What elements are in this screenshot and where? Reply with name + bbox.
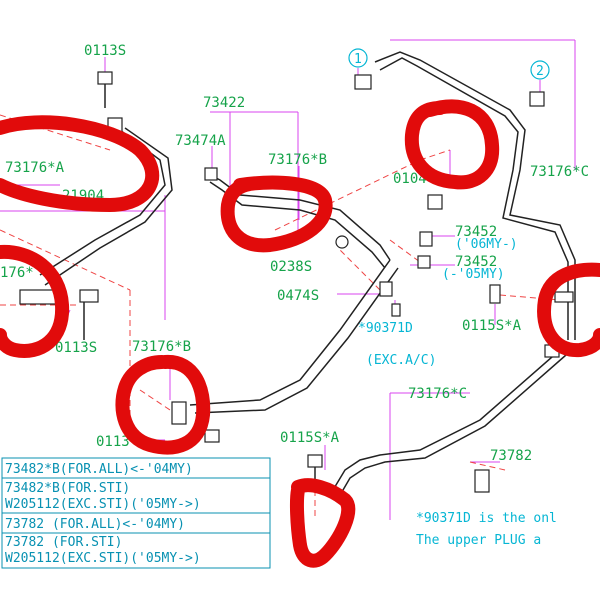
label-0238s: 0238S: [270, 259, 312, 275]
annotation-circle-left: [0, 244, 70, 358]
footnote-line-2: The upper PLUG a: [416, 533, 541, 548]
circle-marker-2: 2: [536, 64, 544, 79]
annotation-circle-right: [537, 262, 600, 358]
table-row-3: 73782 (FOR.ALL)<-'04MY): [5, 517, 185, 532]
leader-lines: [0, 39, 576, 520]
label-73452-b-note: (-'05MY): [442, 267, 505, 282]
label-0104: 0104: [393, 171, 427, 187]
label-0474s: 0474S: [277, 288, 319, 304]
ac-pipes: [39, 51, 576, 503]
label-73176c-right: 73176*C: [530, 164, 589, 180]
label-73474a: 73474A: [175, 133, 226, 149]
table-row-4a: 73782 (FOR.STI): [5, 535, 122, 550]
circle-markers: 1 2: [348, 48, 550, 80]
label-73176-left: 176*: [0, 265, 34, 281]
annotation-marks: [0, 99, 600, 568]
label-73782: 73782: [490, 448, 532, 464]
circle-marker-1: 1: [354, 52, 362, 67]
parts-table: 73482*B(FOR.ALL)<-'04MY) 73482*B(FOR.STI…: [1, 457, 271, 569]
fittings: [19, 71, 574, 493]
label-0115sa-bottom: 0115S*A: [280, 430, 340, 446]
label-73176c-mid: 73176*C: [408, 386, 467, 402]
table-row-2a: 73482*B(FOR.STI): [5, 481, 130, 496]
label-73452-a: 73452: [455, 224, 497, 240]
footnote-line-1: *90371D is the onl: [416, 511, 557, 526]
table-row-2b: W205112(EXC.STI)('05MY->): [5, 497, 201, 512]
label-0113-bottom: 0113: [96, 434, 130, 450]
label-73452-a-note: ('06MY-): [455, 237, 518, 252]
reference-lines: [0, 114, 561, 520]
label-73422: 73422: [203, 95, 245, 111]
label-73176b-mid: 73176*B: [132, 339, 191, 355]
label-0113s-top: 0113S: [84, 43, 126, 59]
annotation-circle-upper-right: [404, 99, 500, 190]
part-labels: 0113S 73422 73474A 73176*A 73176*B 73176…: [0, 43, 589, 464]
label-73176a: 73176*A: [5, 160, 65, 176]
label-73452-b: 73452: [455, 254, 497, 270]
label-73176b-top: 73176*B: [268, 152, 327, 168]
table-row-4b: W205112(EXC.STI)('05MY->): [5, 551, 201, 566]
label-0115sa-right: 0115S*A: [462, 318, 522, 334]
annotation-circle-center: [220, 175, 333, 253]
label-0113s-left: 0113S: [55, 340, 97, 356]
table-row-1: 73482*B(FOR.ALL)<-'04MY): [5, 462, 193, 477]
annotation-circle-bottom: [289, 478, 356, 568]
annotation-circle-top-left: [0, 115, 160, 212]
footnote: *90371D is the onl The upper PLUG a: [416, 511, 557, 548]
annotation-circle-lower-mid: [115, 354, 211, 455]
label-90371-a: *90371D: [358, 321, 413, 336]
label-90371-a-note: (EXC.A/C): [366, 353, 436, 368]
